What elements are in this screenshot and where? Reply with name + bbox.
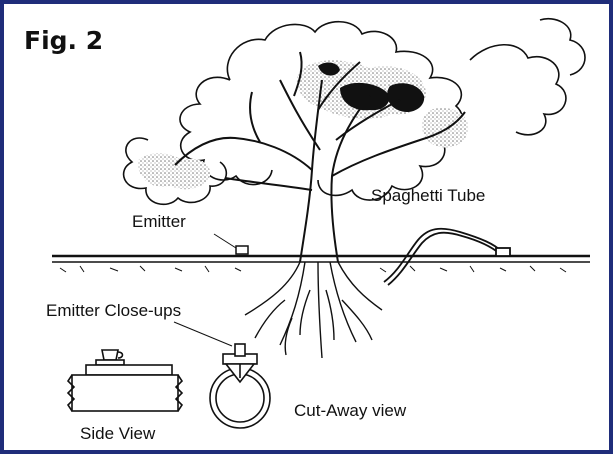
tree-roots bbox=[245, 262, 382, 358]
emitter-label: Emitter bbox=[132, 213, 186, 230]
cut-away-view-emitter bbox=[210, 344, 270, 428]
ground-line bbox=[52, 256, 590, 272]
cut-away-view-label: Cut-Away view bbox=[294, 402, 406, 419]
foliage-shading bbox=[138, 60, 468, 189]
closeup-callout-line bbox=[174, 322, 232, 346]
emitter-on-line bbox=[214, 234, 248, 254]
figure-title: Fig. 2 bbox=[24, 28, 103, 53]
side-view-emitter bbox=[68, 350, 182, 411]
side-view-label: Side View bbox=[80, 425, 155, 442]
emitter-closeups-label: Emitter Close-ups bbox=[46, 302, 181, 319]
spaghetti-tube-label: Spaghetti Tube bbox=[371, 187, 485, 204]
